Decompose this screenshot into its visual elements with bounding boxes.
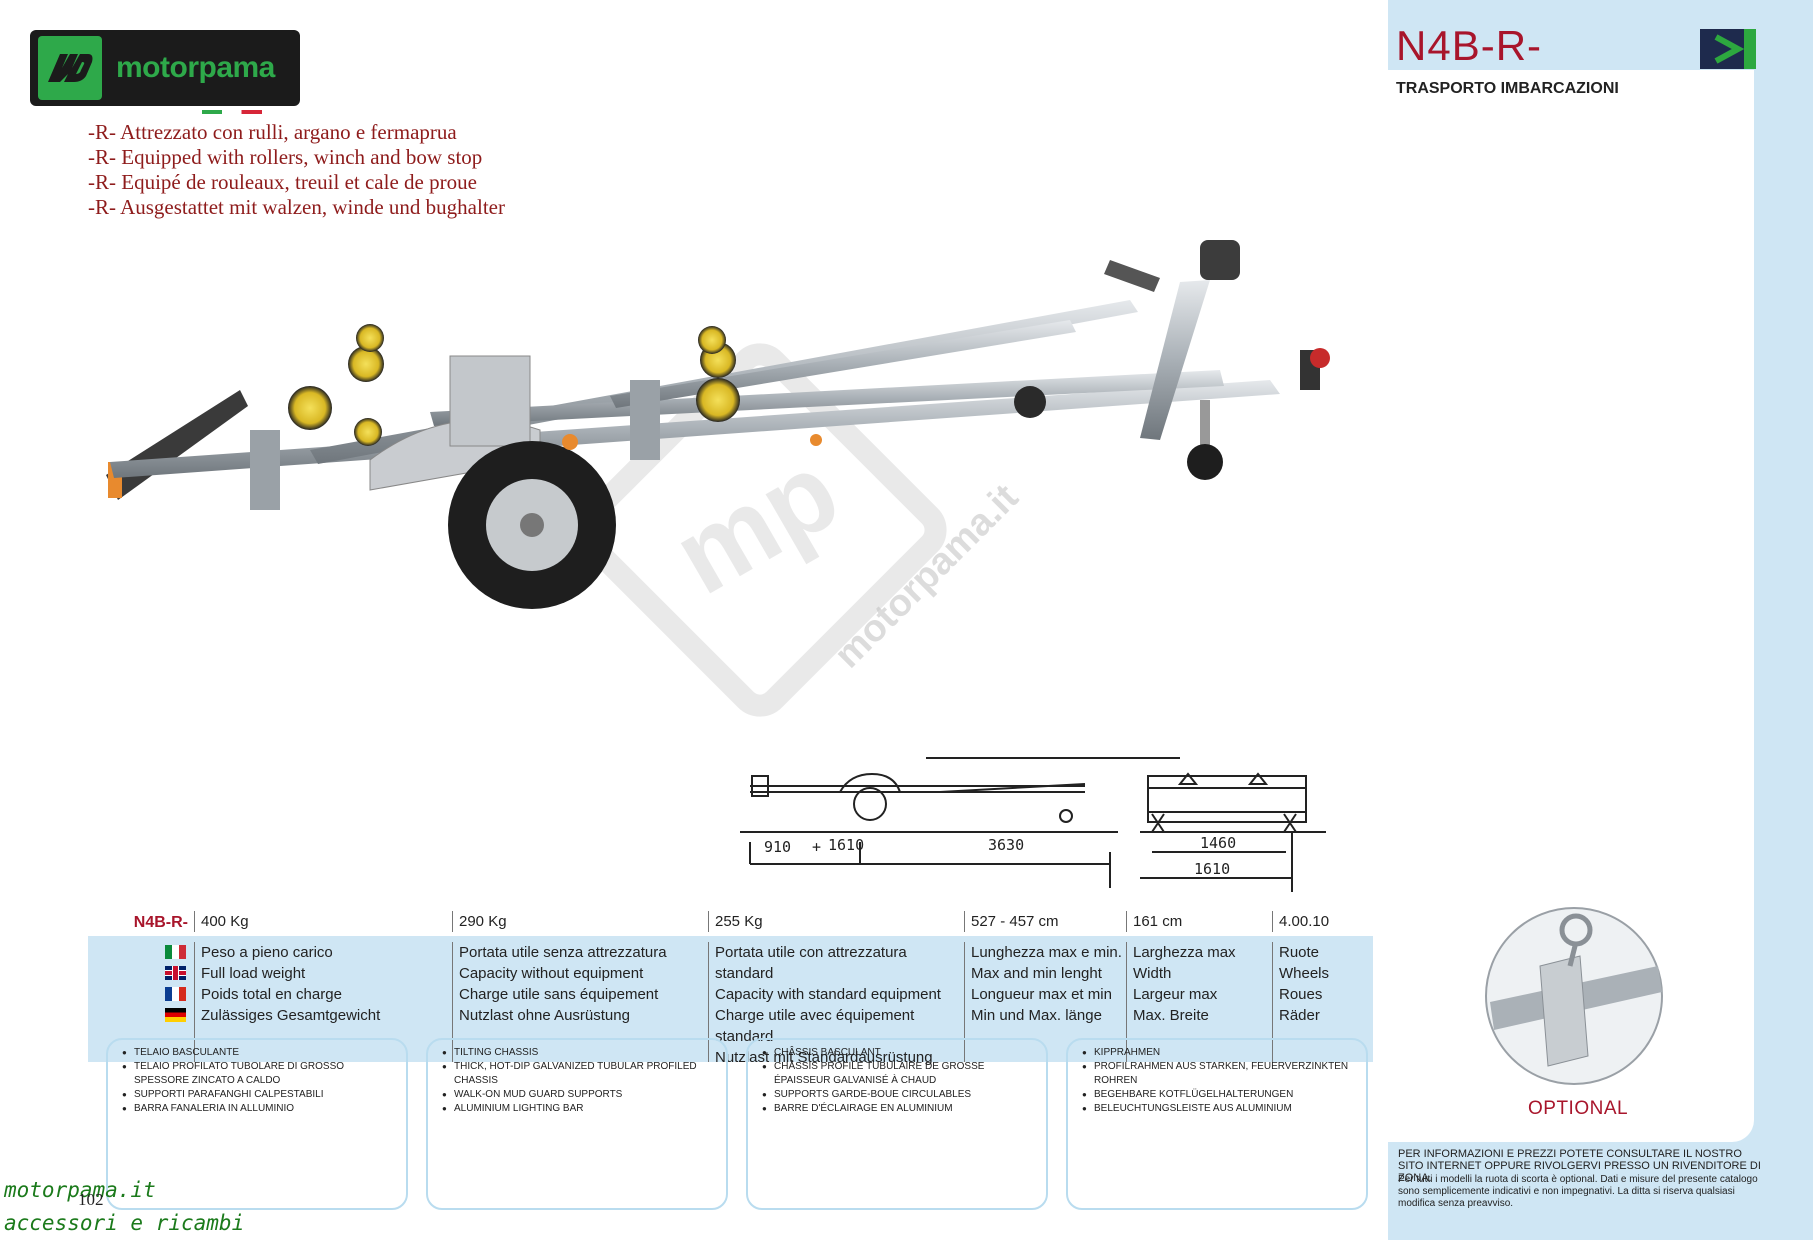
info-item: PROFILRAHMEN AUS STARKEN, FEUERVERZINKTE… (1082, 1060, 1356, 1088)
technical-drawing: 910 + 1610 3630 1460 1610 (740, 757, 1326, 892)
spec-value-wheels: 4.00.10 (1272, 911, 1367, 932)
spec-labels-wheels: Ruote Wheels Roues Räder (1272, 942, 1367, 1062)
spec-label: Nutzlast ohne Ausrüstung (459, 1007, 630, 1024)
logo-text-value: motorpama (116, 51, 275, 84)
info-item: ALUMINIUM LIGHTING BAR (442, 1102, 716, 1116)
logo-mark-icon (38, 36, 102, 100)
spec-labels-capacity: Portata utile senza attrezzatura Capacit… (452, 942, 708, 1062)
spec-labels-length: Lunghezza max e min. Max and min lenght … (964, 942, 1126, 1062)
spec-label: Capacity without equipment (459, 965, 644, 982)
info-item: BARRA FANALERIA IN ALLUMINIO (122, 1102, 396, 1116)
model-subtitle: TRASPORTO IMBARCAZIONI (1396, 80, 1619, 97)
info-item: KIPPRAHMEN (1082, 1046, 1356, 1060)
motorpama-logo: motorpama (30, 30, 300, 114)
spec-value-weight: 400 Kg (194, 911, 452, 932)
logo-text: motorpama (116, 51, 275, 85)
italy-flag-icon (165, 945, 186, 959)
info-box-french: CHÂSSIS BASCULANT CHÂSSIS PROFILÉ TUBULA… (746, 1038, 1048, 1210)
spec-value-length: 527 - 457 cm (964, 911, 1126, 932)
spec-label: Full load weight (201, 965, 306, 982)
spec-label: Zulässiges Gesamtgewicht (201, 1007, 381, 1024)
info-item: BEGEHBARE KOTFLÜGELHALTERUNGEN (1082, 1088, 1356, 1102)
model-title: N4B-R- (1396, 22, 1543, 69)
spec-label: Peso a pieno carico (201, 944, 333, 961)
spec-label: Min und Max. länge (971, 1007, 1102, 1024)
dim-axle-text: 1610 (828, 836, 864, 854)
info-item: SUPPORTS GARDE-BOUE CIRCULABLES (762, 1088, 1036, 1102)
spec-labels-row: Peso a pieno carico Full load weight Poi… (88, 936, 1373, 1066)
info-item: BARRE D'ÉCLAIRAGE EN ALUMINIUM (762, 1102, 1036, 1116)
spec-label: Capacity with standard equipment (715, 986, 941, 1003)
boat-trailer-photo: mp motorpama.it (106, 240, 1330, 717)
info-item: TELAIO PROFILATO TUBOLARE DI GROSSO SPES… (122, 1060, 396, 1088)
spec-label: Charge utile sans équipement (459, 986, 659, 1003)
logo-tricolor-underline (202, 110, 262, 114)
spec-label: Largeur max (1133, 986, 1218, 1003)
feature-line-en: -R- Equipped with rollers, winch and bow… (88, 145, 483, 169)
spec-label: Roues (1279, 986, 1323, 1003)
spec-value-capacity-std: 255 Kg (708, 911, 964, 932)
info-item: TILTING CHASSIS (442, 1046, 716, 1060)
info-item: BELEUCHTUNGSLEISTE AUS ALUMINIUM (1082, 1102, 1356, 1116)
spec-value-width: 161 cm (1126, 911, 1272, 932)
dim-total-text: 3630 (988, 836, 1024, 854)
spec-label: Ruote (1279, 944, 1320, 961)
spec-label: Räder (1279, 1007, 1320, 1024)
page-number: 102 (78, 1190, 104, 1209)
feature-list: -R- Attrezzato con rulli, argano e ferma… (88, 120, 505, 220)
spec-label: Longueur max et min (971, 986, 1112, 1003)
feature-line-fr: -R- Equipé de rouleaux, treuil et cale d… (88, 170, 477, 194)
uk-flag-icon (165, 966, 186, 980)
info-box-italian: TELAIO BASCULANTE TELAIO PROFILATO TUBOL… (106, 1038, 408, 1210)
info-item: THICK, HOT-DIP GALVANIZED TUBULAR PROFIL… (442, 1060, 716, 1088)
disclaimer-contact: PER INFORMAZIONI E PREZZI POTETE CONSULT… (1398, 1148, 1761, 1184)
info-item: WALK-ON MUD GUARD SUPPORTS (442, 1088, 716, 1102)
spec-header-row: N4B-R- 400 Kg 290 Kg 255 Kg 527 - 457 cm… (88, 906, 1373, 936)
next-page-arrow-icon[interactable] (1700, 29, 1756, 69)
spec-label: Wheels (1279, 965, 1330, 982)
spec-label: Portata utile con attrezzatura standard (715, 944, 907, 982)
dim-width-outer-text: 1610 (1194, 860, 1230, 878)
spec-label: Width (1133, 965, 1172, 982)
dim-width-inner-text: 1460 (1200, 834, 1236, 852)
spec-model-cell: N4B-R- (133, 914, 188, 931)
disclaimer-notes: Per tutti i modelli la ruota di scorta è… (1398, 1174, 1758, 1209)
spec-labels-width: Larghezza max Width Largeur max Max. Bre… (1126, 942, 1272, 1062)
spec-label: Larghezza max (1133, 944, 1236, 961)
optional-accessory-image (1485, 907, 1663, 1085)
info-item: CHÂSSIS PROFILÉ TUBULAIRE DE GROSSE ÉPAI… (762, 1060, 1036, 1088)
dim-rear-text: 910 (764, 838, 791, 856)
info-item: SUPPORTI PARAFANGHI CALPESTABILI (122, 1088, 396, 1102)
language-flags (88, 942, 194, 1062)
dim-plus-text: + (812, 838, 821, 856)
spec-table: N4B-R- 400 Kg 290 Kg 255 Kg 527 - 457 cm… (88, 906, 1373, 1066)
spec-label: Poids total en charge (201, 986, 342, 1003)
spec-label: Portata utile senza attrezzatura (459, 944, 667, 961)
spec-label: Lunghezza max e min. (971, 944, 1122, 961)
germany-flag-icon (165, 1008, 186, 1022)
info-item: TELAIO BASCULANTE (122, 1046, 396, 1060)
spec-value-capacity: 290 Kg (452, 911, 708, 932)
feature-line-it: -R- Attrezzato con rulli, argano e ferma… (88, 120, 457, 144)
info-box-german: KIPPRAHMEN PROFILRAHMEN AUS STARKEN, FEU… (1066, 1038, 1368, 1210)
feature-line-de: -R- Ausgestattet mit walzen, winde und b… (88, 195, 505, 219)
website-tagline: accessori e ricambi (4, 1211, 245, 1235)
website-url[interactable]: motorpama.it (4, 1178, 156, 1202)
svg-text:mp: mp (654, 429, 858, 618)
optional-label: OPTIONAL (1528, 1098, 1629, 1119)
spec-label: Max. Breite (1133, 1007, 1209, 1024)
spec-labels-weight: Peso a pieno carico Full load weight Poi… (194, 942, 452, 1062)
france-flag-icon (165, 987, 186, 1001)
info-item: CHÂSSIS BASCULANT (762, 1046, 1036, 1060)
info-box-english: TILTING CHASSIS THICK, HOT-DIP GALVANIZE… (426, 1038, 728, 1210)
website-caption: motorpama.it accessori e ricambi (4, 1174, 244, 1240)
spec-label: Max and min lenght (971, 965, 1102, 982)
